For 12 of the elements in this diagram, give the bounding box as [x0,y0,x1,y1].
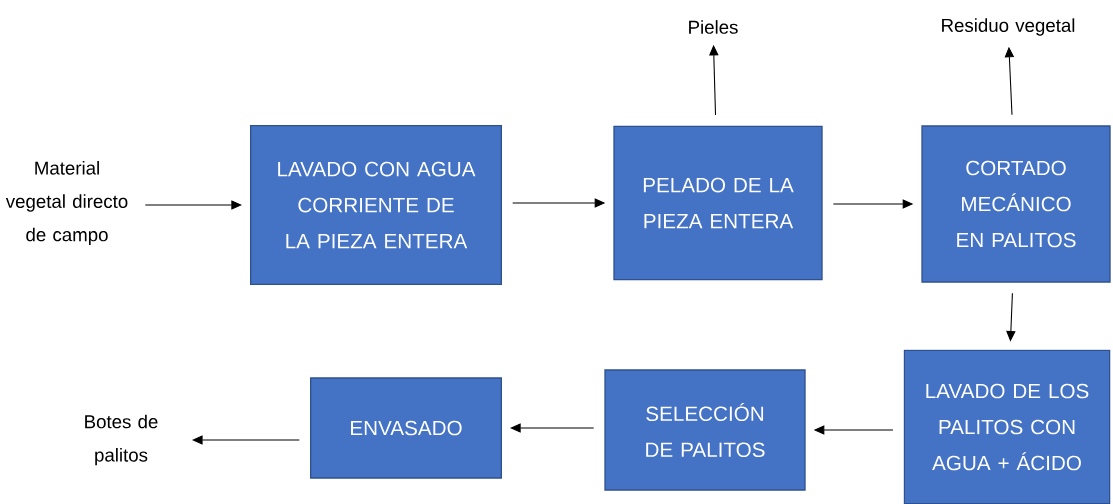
process-box: ENVASADO [310,377,502,479]
process-box: CORTADO MECÁNICO EN PALITOS [921,125,1111,283]
flow-label: Residuo vegetal [942,18,1075,36]
process-box: LAVADO CON AGUA CORRIENTE DE LA PIEZA ENTERA [250,125,502,285]
process-box: LAVADO DE LOS PALITOS CON AGUA + ÁCIDO [903,349,1111,504]
process-box: SELECCIÓN DE PALITOS [604,369,806,491]
flow-label: Material vegetal directo de campo [5,160,128,246]
flow-label: Pieles [689,20,738,34]
arrow [144,200,242,210]
process-box: PELADO DE LA PIEZA ENTERA [613,125,823,281]
arrow [510,423,595,433]
flow-label: Botes de palitos [85,414,158,466]
